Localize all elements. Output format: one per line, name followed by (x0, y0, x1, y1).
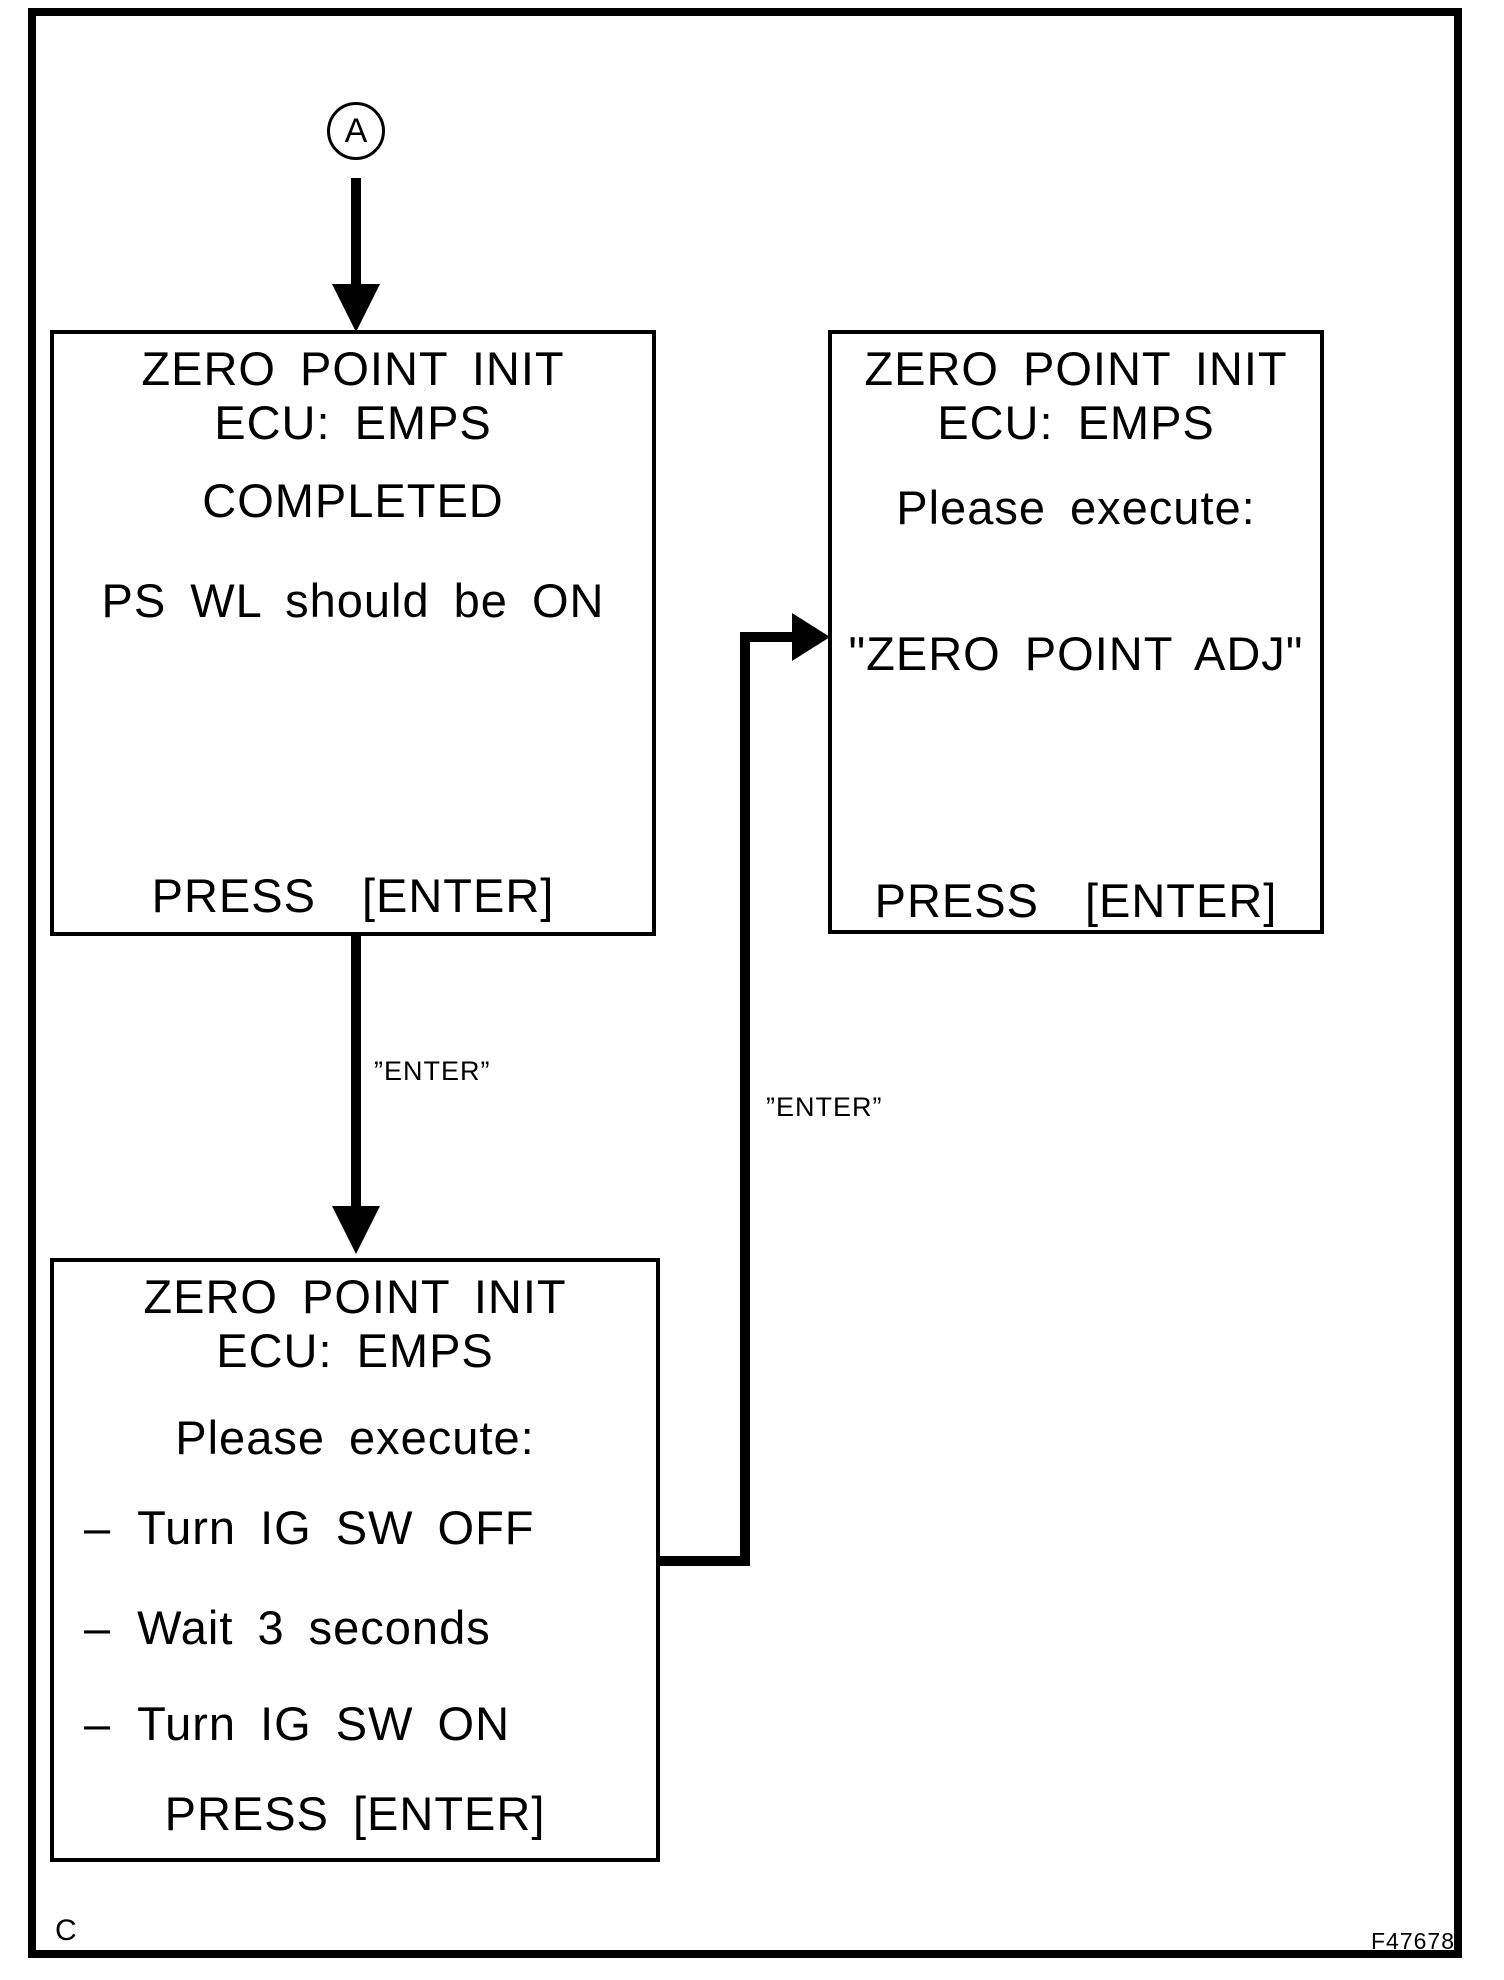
screen-title: ZERO POINT INIT (143, 1270, 567, 1323)
screen-ecu-line: ECU: EMPS (214, 396, 492, 449)
press-enter-line: PRESS [ENTER] (832, 874, 1320, 928)
edge-label-enter-left: ”ENTER” (374, 1056, 491, 1086)
step-text: Turn IG SW ON (137, 1697, 511, 1750)
arrow-ig-cycle-to-adj-top-segment (740, 632, 796, 642)
step-row: – Turn IG SW OFF (84, 1501, 535, 1555)
execute-prompt: Please execute: (896, 481, 1256, 534)
arrow-ig-cycle-to-adj-bottom-segment (658, 1556, 750, 1566)
press-word: PRESS (874, 874, 1039, 927)
adj-command-text: "ZERO POINT ADJ" (848, 627, 1304, 680)
dash-bullet: – (84, 1697, 112, 1750)
status-text: COMPLETED (202, 474, 504, 527)
edge-label-enter-right: ”ENTER” (766, 1092, 883, 1122)
arrow-completed-to-ig-cycle-shaft (351, 935, 361, 1207)
execute-prompt: Please execute: (175, 1411, 535, 1464)
arrow-ig-cycle-to-adj-vertical-segment (740, 632, 750, 1566)
arrow-a-to-completed-shaft (351, 178, 361, 290)
step-text: Wait 3 seconds (137, 1601, 491, 1654)
screen-ecu-line: ECU: EMPS (216, 1324, 494, 1377)
step-text: Turn IG SW OFF (137, 1501, 535, 1554)
press-enter-line: PRESS [ENTER] (54, 869, 652, 923)
dash-bullet: – (84, 1501, 112, 1554)
step-row: – Wait 3 seconds (84, 1601, 491, 1655)
dash-bullet: – (84, 1601, 112, 1654)
screen-zero-point-adj: ZERO POINT INIT ECU: EMPS Please execute… (828, 330, 1324, 934)
connector-a-circle: A (327, 102, 385, 160)
enter-key-word: [ENTER] (1084, 874, 1278, 927)
step-row: – Turn IG SW ON (84, 1697, 510, 1751)
arrow-down-icon (332, 1206, 380, 1254)
section-letter: C (55, 1914, 77, 1947)
screen-title: ZERO POINT INIT (141, 342, 565, 395)
arrow-right-icon (792, 613, 830, 661)
arrow-down-icon (332, 284, 380, 332)
press-enter-line: PRESS [ENTER] (164, 1787, 546, 1840)
enter-key-word: [ENTER] (361, 869, 555, 922)
note-text: PS WL should be ON (101, 574, 605, 627)
figure-number: F47678 (1370, 1928, 1455, 1954)
connector-a-label: A (344, 111, 368, 150)
screen-title: ZERO POINT INIT (864, 342, 1288, 395)
screen-completed: ZERO POINT INIT ECU: EMPS COMPLETED PS W… (50, 330, 656, 936)
page-border (28, 8, 1462, 1958)
press-word: PRESS (151, 869, 316, 922)
screen-ecu-line: ECU: EMPS (937, 396, 1215, 449)
screen-ig-cycle: ZERO POINT INIT ECU: EMPS Please execute… (50, 1258, 660, 1862)
